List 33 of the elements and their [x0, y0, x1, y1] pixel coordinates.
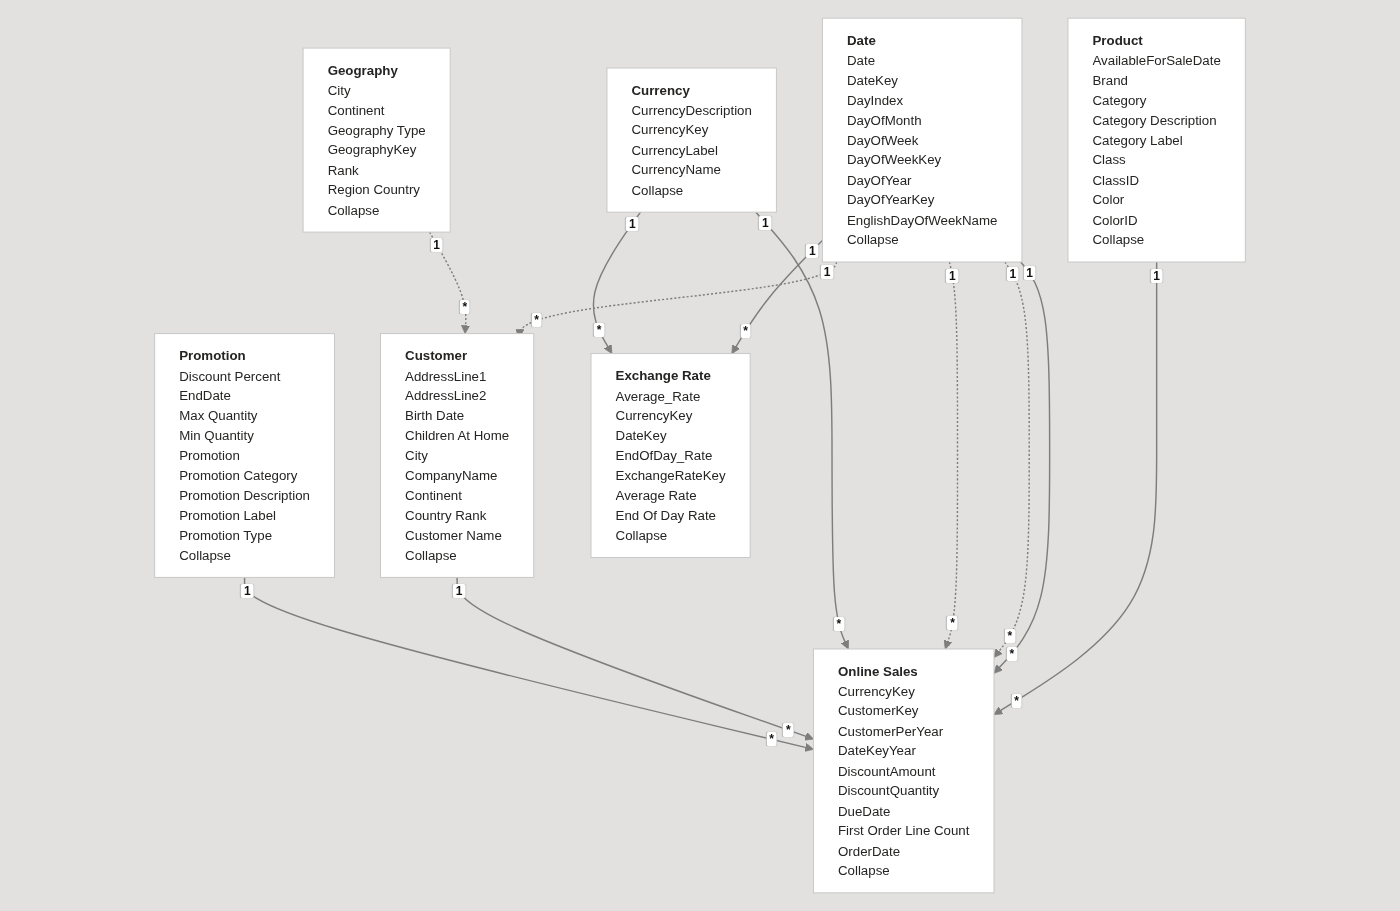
- cardinality-label: *: [1011, 693, 1022, 708]
- arrow: [755, 211, 850, 650]
- cardinality-label: 1: [430, 237, 444, 252]
- cardinality-label: *: [531, 313, 542, 328]
- cardinality-label: *: [783, 723, 794, 738]
- node-box: Customer AddressLine1 AddressLine2 Birth Date Children At Home City CompanyName Continent Country Rank Customer Name Collapse: [380, 333, 535, 578]
- cardinality-label: 1: [625, 216, 639, 231]
- arrow: [993, 261, 1158, 715]
- cardinality-label: *: [833, 617, 845, 632]
- cardinality-label: *: [1006, 646, 1018, 661]
- cardinality-label: *: [593, 323, 605, 338]
- cardinality-label: 1: [1023, 266, 1036, 281]
- node-box: Promotion Discount Percent EndDate Max Quantity Min Quantity Promotion Promotion Category Promotion Description Promotion Label Promotion Type Collapse: [154, 333, 335, 578]
- cardinality-label: *: [1004, 629, 1016, 644]
- cardinality-label: 1: [759, 215, 772, 230]
- node-box: Geography City Continent Geography Type GeographyKey Rank Region Country Collapse: [302, 47, 451, 233]
- cardinality-label: 1: [1006, 267, 1020, 281]
- cardinality-label: 1: [946, 269, 959, 283]
- cardinality-label: *: [459, 300, 471, 315]
- cardinality-label: 1: [452, 584, 466, 599]
- cardinality-label: 1: [820, 264, 834, 279]
- cardinality-label: *: [740, 323, 751, 338]
- cardinality-label: 1: [1150, 269, 1163, 284]
- node-box: Online Sales CurrencyKey CustomerKey CustomerPerYear DateKeyYear DiscountAmount DiscountQuantity DueDate First Order Line Count OrderDate Collapse: [812, 648, 995, 894]
- node-box: Exchange Rate Average_Rate CurrencyKey DateKey EndOfDay_Rate ExchangeRateKey Average Rate End Of Day Rate Collapse: [590, 353, 751, 558]
- node-box: Product AvailableForSaleDate Brand Category Category Description Category Label Class ClassID Color ColorID Collapse: [1067, 17, 1246, 263]
- node-box: Currency CurrencyDescription CurrencyKey CurrencyLabel CurrencyName Collapse: [606, 67, 777, 213]
- cardinality-label: 1: [241, 584, 254, 598]
- cardinality-label: 1: [806, 243, 819, 258]
- cardinality-label: *: [947, 616, 958, 631]
- node-box: Date Date DateKey DayIndex DayOfMonth DayOfWeek DayOfWeekKey DayOfYear DayOfYearKey EnglishDayOfWeekName Collapse: [821, 17, 1023, 263]
- cardinality-label: *: [766, 732, 777, 747]
- arrow: [993, 261, 1051, 674]
